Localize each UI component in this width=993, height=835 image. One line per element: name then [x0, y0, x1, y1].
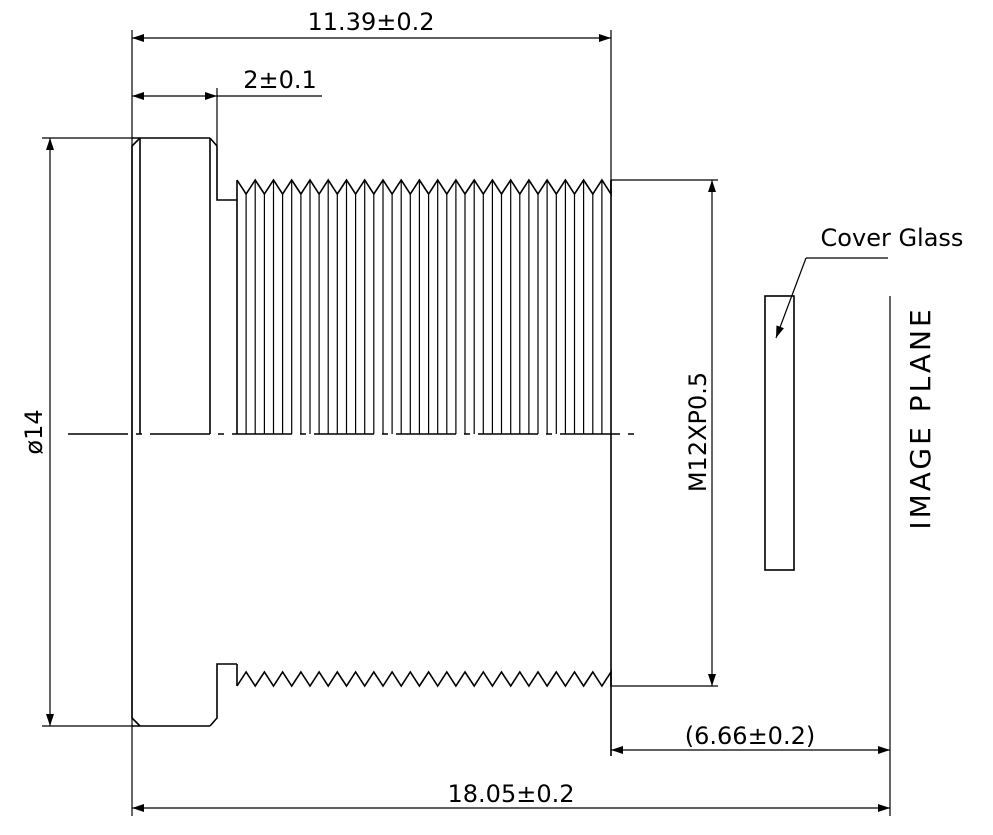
cover-glass-leader-diagonal — [775, 257, 807, 339]
dimension-lines — [46, 34, 890, 812]
thread-label: M12XP0.5 — [684, 372, 712, 492]
flange-front-face — [131, 137, 141, 727]
overall-bottom-label: 18.05±0.2 — [448, 780, 575, 808]
thread-lines — [245, 180, 603, 434]
thread-top-profile — [236, 178, 612, 197]
diameter-label: ø14 — [20, 409, 48, 454]
back-focal-label: (6.66±0.2) — [685, 722, 815, 750]
flange-back-top — [209, 137, 237, 201]
cover-glass — [764, 295, 795, 571]
flange-back-bottom — [209, 663, 237, 727]
thread-bottom-profile — [236, 669, 612, 688]
image-plane-label: IMAGE PLANE — [904, 306, 937, 529]
lens-body — [131, 137, 612, 756]
cover-glass-leader — [775, 257, 888, 339]
thread-top-teeth — [236, 178, 612, 197]
extension-lines — [42, 30, 891, 816]
flange-label: 2±0.1 — [243, 66, 317, 94]
thread-bottom-teeth — [236, 669, 612, 688]
overall-top-label: 11.39±0.2 — [308, 8, 435, 36]
cover-glass-label: Cover Glass — [821, 224, 964, 252]
